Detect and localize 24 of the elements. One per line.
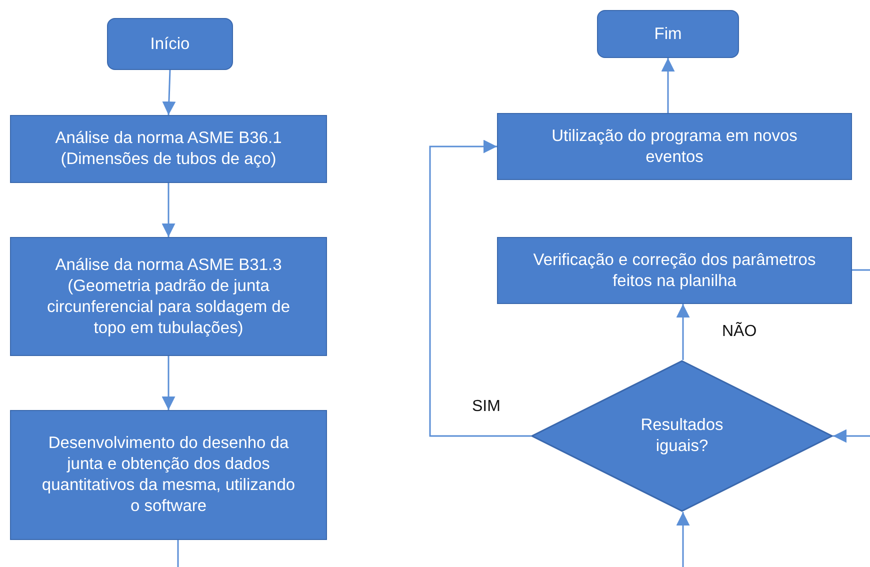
decision-diamond — [531, 360, 833, 512]
process-box — [597, 10, 739, 58]
arrow — [661, 58, 675, 113]
arrow — [676, 304, 690, 360]
process-box — [107, 18, 233, 70]
process-box — [497, 237, 852, 304]
arrow — [429, 140, 531, 437]
node-label: Análise da norma ASME B31.3 (Geometria padrão de junta circunferencial para soldagem de topo em tubulações) — [46, 254, 292, 338]
node-label: Desenvolvimento do desenho da junta e obtenção dos dados quantitativos da mesma, utilizando o software — [40, 433, 296, 517]
process-box — [497, 113, 852, 180]
arrow — [162, 70, 176, 116]
arrow — [162, 356, 176, 410]
arrow — [676, 512, 690, 567]
arrow — [833, 429, 870, 443]
node-label: Verificação e correção dos parâmetros feitos na planilha — [532, 250, 817, 292]
process-box — [10, 237, 327, 356]
node-label: Fim — [654, 24, 682, 44]
arrow — [162, 183, 176, 237]
node-label: Análise da norma ASME B36.1 (Dimensões de tubos de aço) — [54, 128, 283, 170]
node-label: Utilização do programa em novos eventos — [550, 126, 798, 168]
node-label: Início — [150, 34, 190, 54]
node-label: Resultados iguais? — [640, 415, 724, 457]
process-box — [10, 115, 327, 183]
process-box — [10, 410, 327, 540]
